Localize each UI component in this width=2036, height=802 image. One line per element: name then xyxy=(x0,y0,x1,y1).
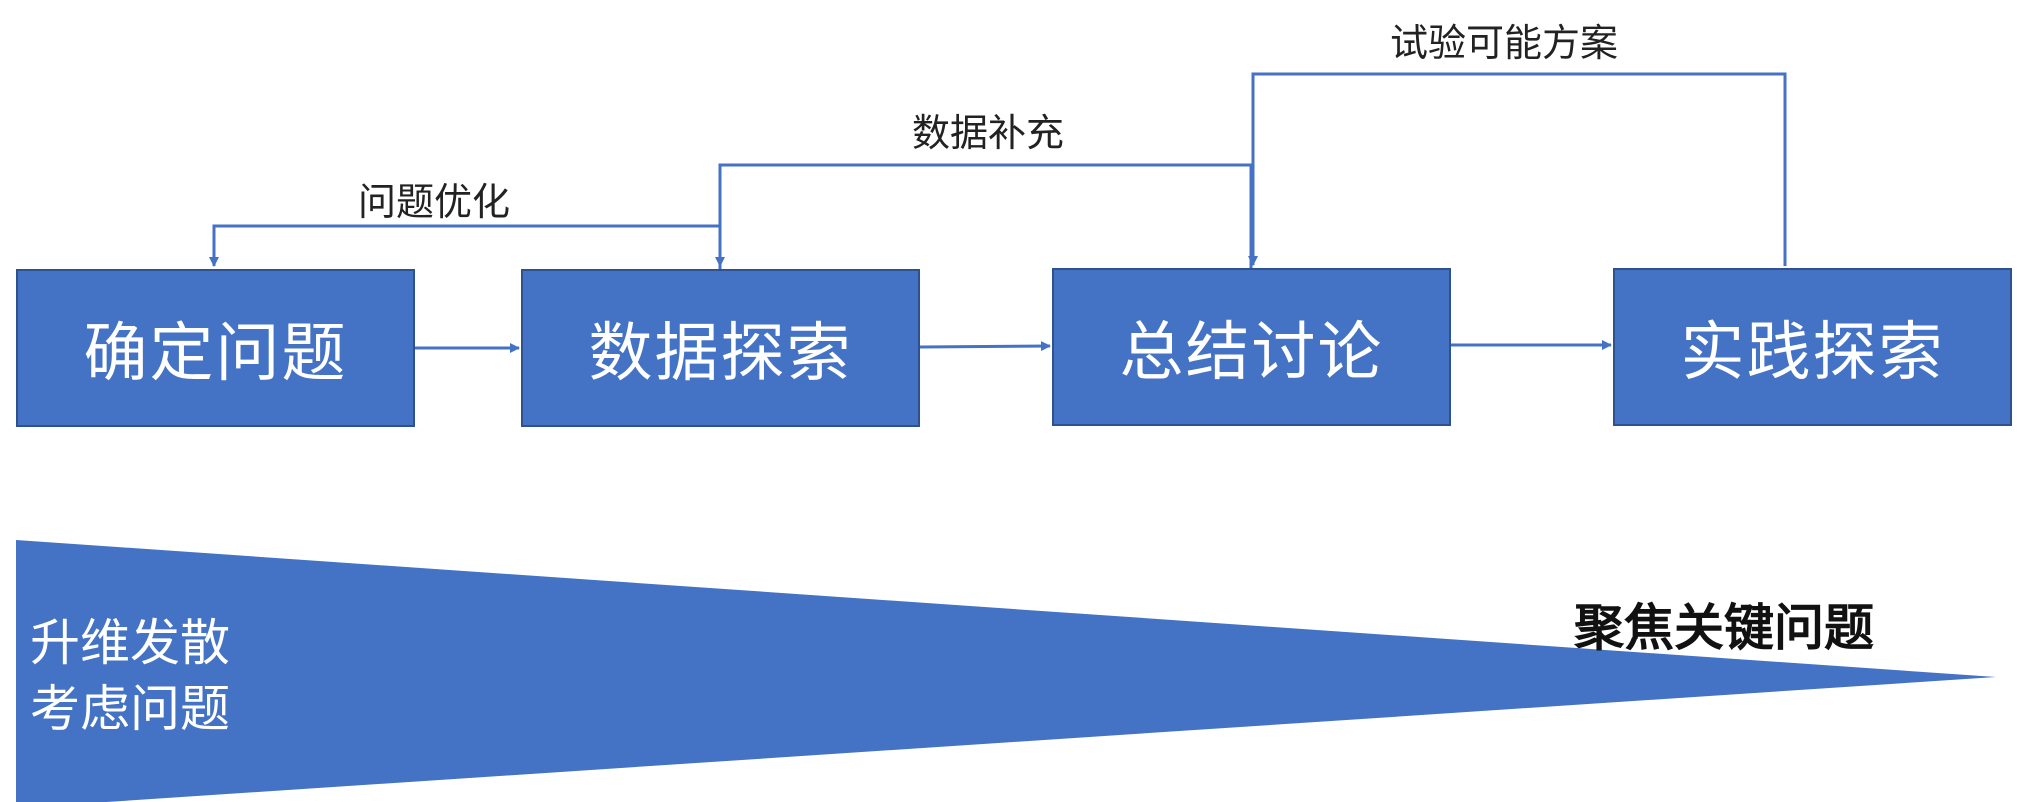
feedback-refine-connector xyxy=(209,224,722,269)
focus-wedge xyxy=(16,540,1996,802)
step-data-exploration: 数据探索 xyxy=(521,269,920,427)
wedge-line-1: 升维发散 xyxy=(30,614,230,672)
step-summary-discussion: 总结讨论 xyxy=(1052,268,1451,426)
arrow-explore-to-discuss xyxy=(919,341,1051,352)
wedge-end-label: 聚焦关键问题 xyxy=(1574,599,1874,657)
feedback-trial-connector xyxy=(1248,72,1787,266)
wedge-line-2: 考虑问题 xyxy=(30,680,230,738)
step-label: 实践探索 xyxy=(1680,316,1945,390)
feedback-supplement-label: 数据补充 xyxy=(912,111,1065,155)
step-practice-exploration: 实践探索 xyxy=(1613,268,2012,426)
feedback-supplement-connector xyxy=(715,163,1253,268)
feedback-trial-label: 试验可能方案 xyxy=(1390,21,1619,65)
step-label: 确定问题 xyxy=(83,317,348,391)
step-label: 数据探索 xyxy=(588,317,853,391)
step-label: 总结讨论 xyxy=(1119,316,1384,390)
step-define-problem: 确定问题 xyxy=(16,269,415,427)
wedge-start-text: 升维发散 考虑问题 xyxy=(30,610,230,742)
feedback-refine-label: 问题优化 xyxy=(358,180,511,224)
